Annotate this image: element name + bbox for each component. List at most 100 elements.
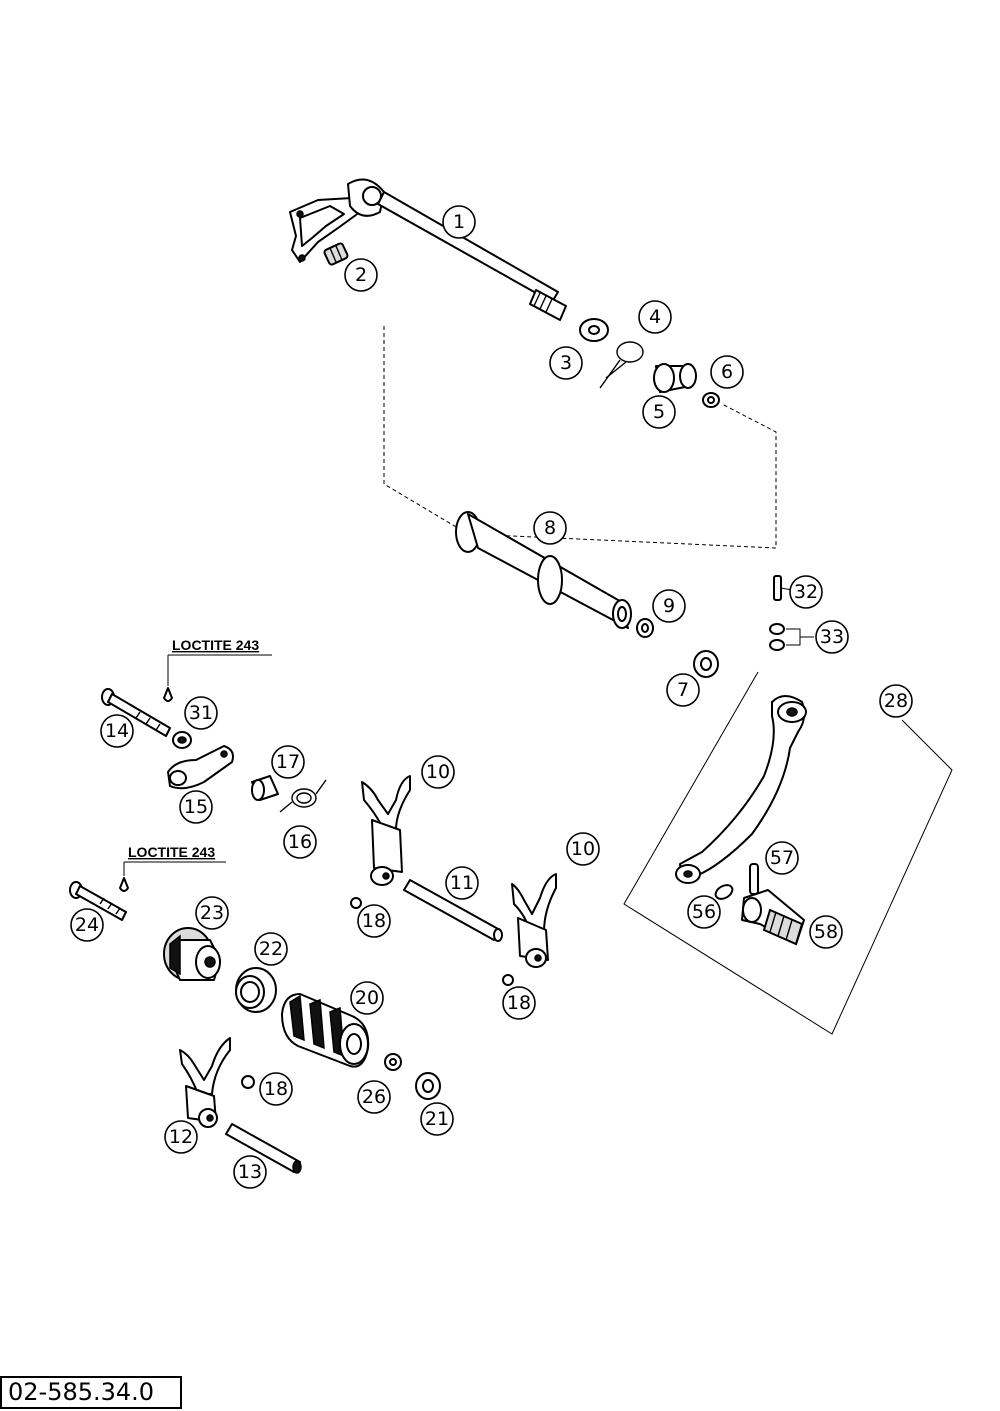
svg-text:15: 15	[184, 796, 208, 818]
svg-text:LOCTITE 243: LOCTITE 243	[128, 844, 215, 860]
svg-text:1: 1	[453, 211, 465, 233]
callout-9: 9	[652, 589, 686, 623]
callout-3: 3	[549, 346, 583, 380]
callout-2: 2	[344, 258, 378, 292]
svg-text:2: 2	[355, 264, 367, 286]
svg-text:26: 26	[362, 1086, 386, 1108]
part-32-screw	[773, 575, 793, 601]
callout-12: 12	[164, 1120, 198, 1154]
callout-20: 20	[350, 981, 384, 1015]
callout-8: 8	[533, 511, 567, 545]
part-33-washers	[769, 623, 814, 651]
part-14-bolt	[101, 688, 171, 737]
callout-10-right: 10	[566, 832, 600, 866]
part-17-roller	[251, 775, 279, 801]
svg-text:24: 24	[75, 914, 99, 936]
callout-15: 15	[179, 790, 213, 824]
callout-17: 17	[271, 745, 305, 779]
part-28-shift-lever-group	[623, 671, 953, 1035]
callout-16: 16	[283, 825, 317, 859]
svg-text:58: 58	[814, 921, 838, 943]
svg-text:31: 31	[189, 702, 213, 724]
svg-text:20: 20	[355, 987, 379, 1009]
svg-text:17: 17	[276, 751, 300, 773]
svg-text:11: 11	[450, 872, 474, 894]
part-15-locking-lever	[167, 745, 234, 790]
callout-18-a: 18	[357, 904, 391, 938]
callout-7: 7	[666, 673, 700, 707]
part-24-bolt	[69, 881, 127, 921]
svg-text:10: 10	[571, 838, 595, 860]
svg-text:7: 7	[677, 679, 689, 701]
part-5-bushing	[653, 363, 697, 393]
part-12-shift-fork	[179, 1037, 231, 1128]
callout-11: 11	[445, 866, 479, 900]
callout-26: 26	[357, 1080, 391, 1114]
svg-text:21: 21	[425, 1108, 449, 1130]
part-26-washer	[384, 1053, 402, 1071]
svg-text:12: 12	[169, 1126, 193, 1148]
callout-32: 32	[789, 575, 823, 609]
part-20-shift-drum	[281, 993, 370, 1068]
svg-text:56: 56	[692, 901, 716, 923]
callout-4: 4	[638, 300, 672, 334]
callout-18-b: 18	[502, 986, 536, 1020]
svg-text:13: 13	[238, 1161, 262, 1183]
loctite-note-upper: LOCTITE 243	[163, 637, 272, 702]
svg-text:10: 10	[426, 761, 450, 783]
callout-18-c: 18	[259, 1072, 293, 1106]
svg-text:6: 6	[721, 361, 733, 383]
part-23-drum-cam	[163, 927, 221, 981]
svg-text:57: 57	[770, 847, 794, 869]
svg-text:32: 32	[794, 581, 818, 603]
part-18-pin-a	[350, 897, 362, 909]
part-11-fork-rod	[403, 879, 503, 942]
svg-text:33: 33	[820, 626, 844, 648]
svg-text:23: 23	[200, 902, 224, 924]
svg-text:18: 18	[264, 1078, 288, 1100]
part-7-bushing	[693, 650, 719, 678]
svg-text:4: 4	[649, 306, 661, 328]
callout-58: 58	[809, 915, 843, 949]
part-10-shift-fork-right	[511, 873, 557, 968]
callout-1: 1	[442, 205, 476, 239]
callout-5: 5	[642, 395, 676, 429]
part-21-bushing	[415, 1072, 441, 1100]
svg-text:16: 16	[288, 831, 312, 853]
callout-21: 21	[420, 1102, 454, 1136]
part-10-shift-fork-left	[361, 775, 411, 886]
svg-text:LOCTITE 243: LOCTITE 243	[172, 637, 259, 653]
part-3-washer	[579, 318, 609, 342]
part-22-bearing	[235, 967, 277, 1013]
svg-text:3: 3	[560, 352, 572, 374]
part-31-washer	[172, 731, 192, 749]
part-2-spring	[323, 242, 349, 266]
assembly-dashed-outline	[383, 326, 777, 549]
svg-text:22: 22	[259, 938, 283, 960]
callout-23: 23	[195, 896, 229, 930]
callout-57: 57	[765, 841, 799, 875]
callout-22: 22	[254, 932, 288, 966]
document-code: 02-585.34.0	[0, 1376, 182, 1409]
svg-text:9: 9	[663, 595, 675, 617]
svg-text:14: 14	[105, 720, 129, 742]
part-18-pin-c	[241, 1075, 255, 1089]
part-4-spring-clip	[599, 341, 644, 389]
svg-text:18: 18	[362, 910, 386, 932]
part-6-ring	[702, 392, 720, 408]
part-8-shaft-tube	[455, 511, 632, 629]
part-9-ring	[636, 618, 654, 638]
svg-text:5: 5	[653, 401, 665, 423]
callout-56: 56	[687, 895, 721, 929]
part-18-pin-b	[502, 974, 514, 986]
part-16-torsion-spring	[279, 779, 327, 813]
callout-10-left: 10	[421, 755, 455, 789]
callout-31: 31	[184, 696, 218, 730]
part-13-fork-rod	[225, 1123, 302, 1174]
callout-13: 13	[233, 1155, 267, 1189]
callout-6: 6	[710, 355, 744, 389]
callout-14: 14	[100, 714, 134, 748]
callout-33: 33	[815, 620, 849, 654]
part-1-shift-shaft	[289, 178, 567, 321]
